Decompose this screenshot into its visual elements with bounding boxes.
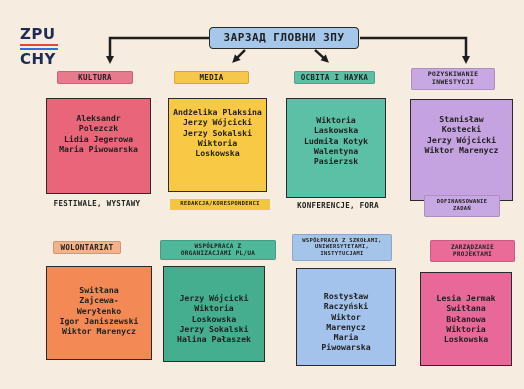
logo-stripe-blue — [20, 48, 58, 50]
dept-label-projects: ZARZĄDZANIE PROJEKTAMI — [430, 240, 515, 262]
dept-label-culture: KULTURA — [57, 71, 133, 84]
member-list: Rostysław Raczyński Wiktor Marenycz Mari… — [321, 291, 371, 353]
dept-box-volunteering: Switłana Zajcewa- Weryłenko Igor Janisze… — [46, 266, 152, 360]
dept-box-schools: Rostysław Raczyński Wiktor Marenycz Mari… — [296, 268, 396, 366]
dept-box-media: Andżelika Plaksina Jerzy Wójcicki Jerzy … — [168, 98, 267, 192]
member-list: Switłana Zajcewa- Weryłenko Igor Janisze… — [59, 285, 139, 336]
dept-box-organizations: Jerzy Wójcicki Wiktoria Loskowska Jerzy … — [163, 266, 265, 362]
logo-text-top: ZPU — [20, 25, 56, 43]
member-list: Andżelika Plaksina Jerzy Wójcicki Jerzy … — [173, 107, 262, 158]
connector-media — [232, 49, 246, 63]
logo-text-bottom: CHY — [20, 50, 56, 68]
member-list: Aleksandr Polezczk Lidia Jegerowa Maria … — [59, 113, 138, 154]
member-list: Jerzy Wójcicki Wiktoria Loskowska Jerzy … — [177, 293, 251, 344]
dept-output-investment: DOFINANSOWANIE ZADAŃ — [424, 195, 500, 217]
dept-label-investment: POZYSKIWANIE INWESTYCJI — [411, 68, 495, 90]
connector-right — [360, 36, 470, 64]
dept-label-schools: WSPÓŁPRACA Z SZKOŁAMI, UNIWERSYTETAMI, I… — [292, 234, 392, 261]
connector-edu — [314, 49, 329, 63]
member-list: Wiktoria Laskowska Ludmiła Kotyk Walenty… — [303, 115, 369, 166]
dept-label-organizations: WSPÓŁPRACA Z ORGANIZACJAMI PL/UA — [160, 240, 276, 260]
dept-box-culture: Aleksandr Polezczk Lidia Jegerowa Maria … — [46, 98, 151, 194]
dept-box-projects: Lesia Jermak Switłana Bułanowa Wiktoria … — [420, 272, 512, 366]
board-title: ЗАРЗАД ГЛОВНИ ЗПУ — [209, 27, 359, 49]
connector-left — [106, 36, 210, 64]
dept-label-volunteering: WOLONTARIAT — [53, 241, 121, 254]
zpu-logo: ZPU CHY — [20, 27, 64, 67]
dept-label-education: ОСВІТА І НАУКА — [294, 71, 375, 84]
dept-output-culture: FESTIWALE, WYSTAWY — [53, 199, 141, 208]
dept-box-education: Wiktoria Laskowska Ludmiła Kotyk Walenty… — [286, 98, 386, 198]
member-list: Lesia Jermak Switłana Bułanowa Wiktoria … — [436, 293, 496, 344]
logo-stripe-red — [20, 44, 58, 46]
dept-output-education: KONFERENCJE, FORA — [297, 201, 379, 210]
dept-label-media: MEDIA — [174, 71, 249, 84]
dept-box-investment: Stanisław Kostecki Jerzy Wójcicki Wiktor… — [410, 99, 513, 201]
member-list: Stanisław Kostecki Jerzy Wójcicki Wiktor… — [424, 114, 499, 155]
dept-output-media: REDAKCJA/KORESPONDENCI — [170, 199, 270, 210]
